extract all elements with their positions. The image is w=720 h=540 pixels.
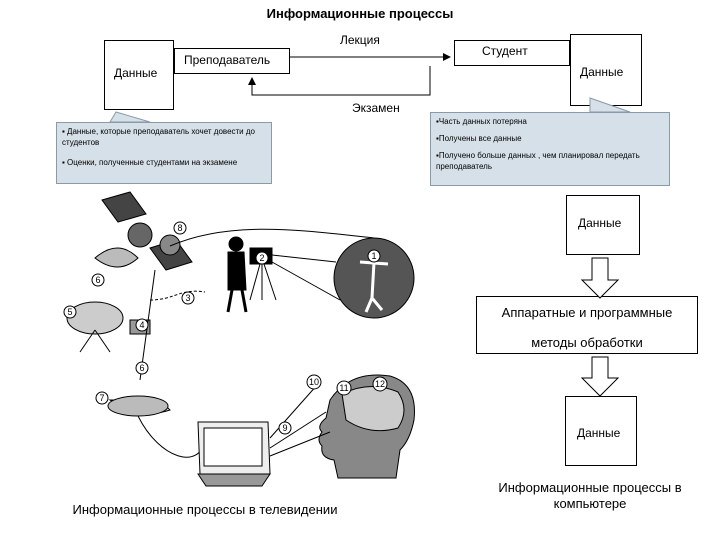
data-left-box xyxy=(104,40,174,110)
svg-text:1: 1 xyxy=(371,251,376,261)
svg-text:5: 5 xyxy=(67,307,72,317)
svg-text:11: 11 xyxy=(339,383,348,393)
marker-4: 4 xyxy=(135,318,149,332)
callout-left-item: ▪ Данные, которые преподаватель хочет до… xyxy=(62,127,255,147)
computer-data-top-label: Данные xyxy=(578,216,622,230)
exam-label: Экзамен xyxy=(352,101,400,115)
marker-2: 2 xyxy=(255,251,269,265)
computer-data-top-box xyxy=(566,195,640,255)
methods-box xyxy=(476,296,698,354)
tv-illustration xyxy=(66,191,415,487)
svg-text:12: 12 xyxy=(375,379,385,389)
tv-caption: Информационные процессы в телевидении xyxy=(72,502,338,517)
svg-text:8: 8 xyxy=(177,223,182,233)
receiving-dish-icon xyxy=(107,395,206,458)
data-right-label: Данные xyxy=(580,65,624,79)
callout-right-pointer xyxy=(589,97,631,113)
callout-right-item: ▪Часть данных потеряна xyxy=(436,117,527,126)
svg-text:2: 2 xyxy=(259,253,264,263)
computer-data-bottom-label: Данные xyxy=(577,426,621,440)
marker-12: 12 xyxy=(372,376,388,392)
marker-11: 11 xyxy=(336,380,352,396)
exam-arrow xyxy=(248,66,431,96)
satellite-icon xyxy=(94,191,193,271)
dancer-icon xyxy=(333,237,415,319)
callout-right: ▪Часть данных потеряна ▪Получены все дан… xyxy=(430,112,670,186)
callout-left-item: ▪ Оценки, полученные студентами на экзам… xyxy=(62,158,238,167)
teacher-box xyxy=(174,48,290,74)
student-label: Студент xyxy=(482,44,528,58)
marker-1: 1 xyxy=(367,249,381,263)
methods-line2: методы обработки xyxy=(531,335,643,350)
marker-8: 8 xyxy=(173,221,187,235)
marker-6b: 6 xyxy=(135,361,149,375)
page-title: Информационные процессы xyxy=(266,6,454,21)
marker-3: 3 xyxy=(181,291,195,305)
svg-text:3: 3 xyxy=(185,293,190,303)
marker-9: 9 xyxy=(278,421,292,435)
lecture-label: Лекция xyxy=(340,33,380,47)
human-head-icon xyxy=(318,374,415,479)
down-arrow-icon xyxy=(580,257,620,299)
data-right-box xyxy=(570,34,642,106)
callout-right-item: ▪Получены все данные xyxy=(436,134,522,143)
marker-6: 6 xyxy=(91,273,105,287)
tv-markers: 1 2 3 4 5 6 6 7 8 9 10 11 12 xyxy=(63,221,388,435)
marker-10: 10 xyxy=(306,374,322,390)
tv-set-icon xyxy=(197,421,271,487)
camera-operator-icon xyxy=(226,236,277,313)
student-box xyxy=(454,40,570,66)
callout-left-pointer xyxy=(109,111,151,123)
data-left-label: Данные xyxy=(114,66,158,80)
computer-data-bottom-box xyxy=(565,396,637,466)
callout-left: ▪ Данные, которые преподаватель хочет до… xyxy=(56,122,272,184)
marker-5: 5 xyxy=(63,305,77,319)
marker-7: 7 xyxy=(95,391,109,405)
computer-caption: Информационные процессы в компьютере xyxy=(498,480,682,511)
svg-text:6: 6 xyxy=(95,275,100,285)
methods-line1: Аппаратные и программные xyxy=(501,305,673,320)
svg-text:4: 4 xyxy=(139,320,144,330)
svg-text:10: 10 xyxy=(309,377,319,387)
down-arrow-icon xyxy=(580,356,620,397)
callout-right-item: ▪Получено больше данных , чем планировал… xyxy=(436,151,640,171)
teacher-label: Преподаватель xyxy=(184,53,271,67)
svg-text:9: 9 xyxy=(282,423,287,433)
svg-text:7: 7 xyxy=(99,393,104,403)
svg-text:6: 6 xyxy=(139,363,144,373)
